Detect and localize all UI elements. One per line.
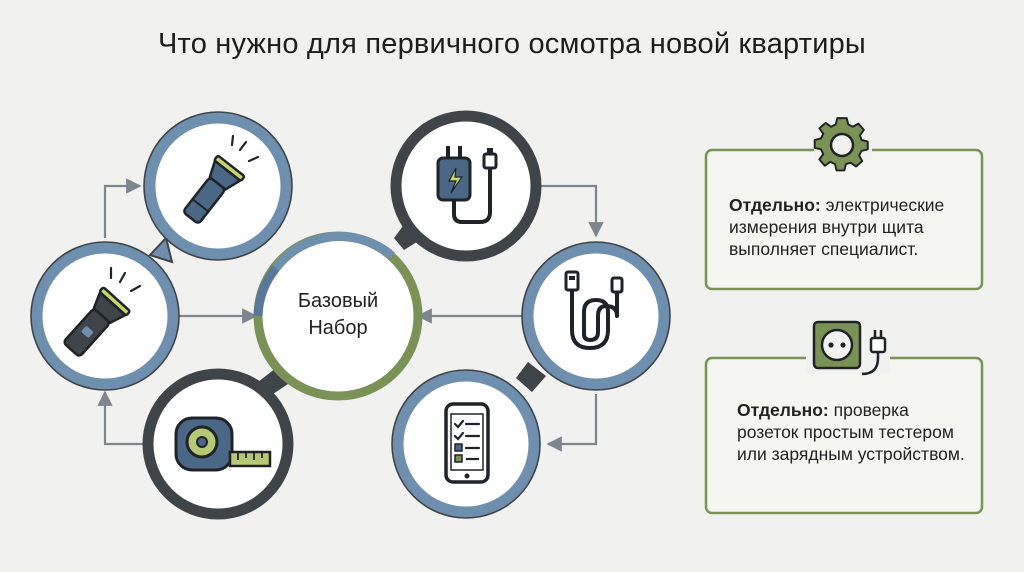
socket-plug-icon bbox=[812, 320, 887, 376]
center-label-line2: Набор bbox=[308, 317, 367, 339]
center-node: Базовый Набор bbox=[253, 231, 423, 401]
charger-icon bbox=[436, 146, 498, 224]
tape-measure-icon bbox=[174, 416, 272, 472]
connector-arrows bbox=[97, 178, 604, 452]
note-1-body: электрические измерения внутри щита выпо… bbox=[729, 195, 945, 259]
note-2-body: проверка розеток простым тестером или за… bbox=[737, 400, 965, 464]
node-usb-cable bbox=[521, 241, 671, 391]
node-tape-measure bbox=[142, 368, 294, 520]
phone-checklist-icon bbox=[444, 402, 490, 484]
page-title: Что нужно для первичного осмотра новой к… bbox=[158, 28, 866, 60]
wedge-charger bbox=[394, 222, 420, 250]
flashlight-icon bbox=[63, 286, 131, 357]
note-1-bold: Отдельно: bbox=[729, 195, 821, 215]
note-box-1 bbox=[704, 117, 984, 291]
usb-cable-icon bbox=[564, 270, 624, 350]
arrow-tape-to-left bbox=[97, 390, 160, 446]
arrow-left-to-top bbox=[103, 178, 142, 238]
flashlight-icon bbox=[183, 155, 246, 224]
node-flashlight-top bbox=[143, 111, 293, 261]
note-1-text: Отдельно: электрические измерения внутри… bbox=[729, 194, 969, 260]
note-2-text: Отдельно: проверка розеток простым тесте… bbox=[737, 399, 967, 465]
wedge-cable-phone bbox=[516, 362, 546, 392]
node-charger bbox=[390, 110, 542, 262]
arrow-cable-to-phone bbox=[546, 394, 598, 452]
note-2-bold: Отдельно: bbox=[737, 400, 829, 420]
center-label-line1: Базовый bbox=[298, 290, 378, 312]
note-box-2 bbox=[704, 318, 984, 515]
arrow-charger-to-cable bbox=[540, 184, 604, 238]
node-phone-checklist bbox=[391, 369, 541, 519]
wedge-top-left bbox=[148, 235, 174, 264]
node-flashlight-left bbox=[30, 241, 180, 391]
gear-icon bbox=[813, 117, 869, 172]
